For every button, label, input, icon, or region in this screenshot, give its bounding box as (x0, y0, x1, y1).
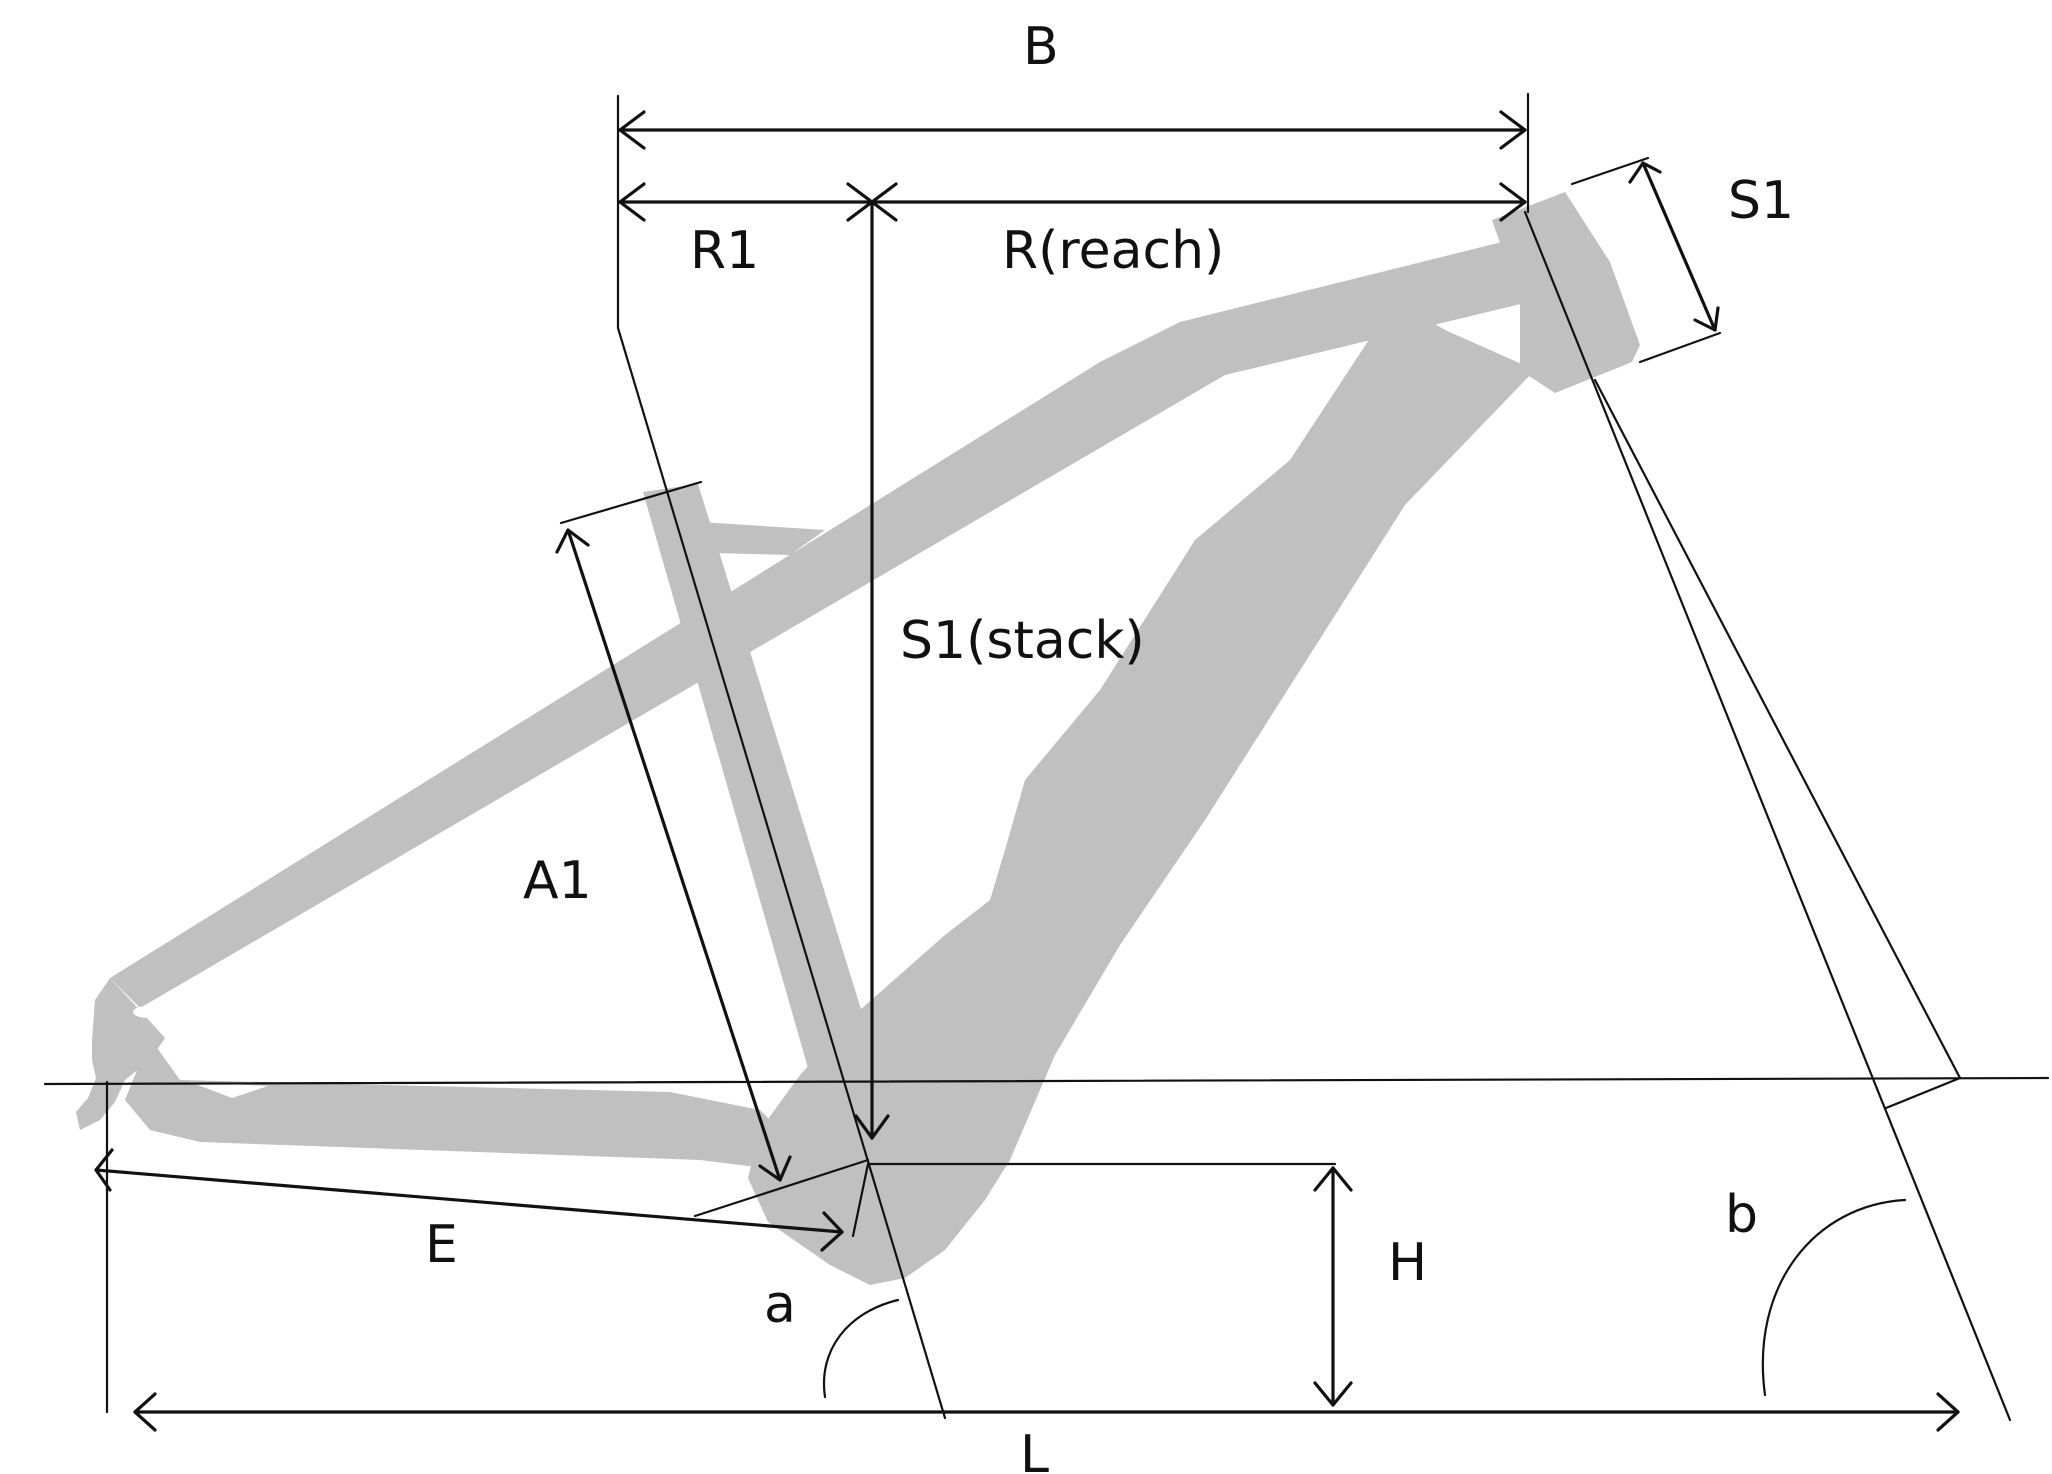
dimension-h-arrow (1313, 1166, 1353, 1407)
steering-axis (1523, 210, 2012, 1422)
label-h: H (1388, 1233, 1427, 1293)
chain-stay (125, 1038, 790, 1170)
dropout-cutout (133, 1006, 163, 1018)
dimension-labels: B R1 R(reach) S1 S1(stack) A1 E H a b L (425, 17, 1794, 1474)
dimension-l-arrow (133, 1392, 1960, 1432)
label-reach: R(reach) (1002, 221, 1224, 281)
bb-tick (851, 1162, 870, 1238)
dimension-stack-arrow (854, 200, 890, 1140)
label-l: L (1020, 1425, 1049, 1474)
angle-arc-a (822, 1298, 900, 1399)
seat-tube-axis (616, 326, 947, 1420)
label-e: E (425, 1215, 458, 1275)
label-a1: A1 (523, 851, 592, 911)
s1-ext-top (1570, 156, 1650, 186)
label-stack: S1(stack) (900, 611, 1145, 671)
dimension-b-arrow (618, 110, 1527, 150)
label-b-angle: b (1725, 1185, 1758, 1245)
dimension-s1-arrow (1628, 161, 1720, 332)
label-a: a (764, 1275, 796, 1335)
seat-stay-bridge (700, 522, 825, 555)
dimension-arrows (94, 110, 1960, 1432)
fork-offset-line (1884, 1076, 1962, 1110)
down-tube (748, 300, 1535, 1285)
dimension-e-arrow (94, 1148, 844, 1252)
angle-arc-b (1761, 1198, 1907, 1397)
label-b: B (1023, 17, 1059, 77)
dimension-a1-arrow (555, 528, 792, 1182)
dimension-reach-arrow (870, 182, 1527, 222)
construction-lines (43, 92, 2050, 1422)
label-r1: R1 (690, 221, 759, 281)
stay-cutout (190, 1082, 268, 1098)
fork-line (1593, 378, 1962, 1080)
a1-extension (559, 480, 703, 525)
dimension-r1-arrow (618, 182, 874, 222)
wheel-axle-horizontal (43, 1076, 2050, 1086)
s1-ext-bottom (1638, 331, 1722, 364)
top-tube (110, 222, 1600, 1008)
label-s1: S1 (1728, 171, 1794, 231)
e-leader (693, 1158, 870, 1218)
head-tube (1492, 192, 1640, 393)
